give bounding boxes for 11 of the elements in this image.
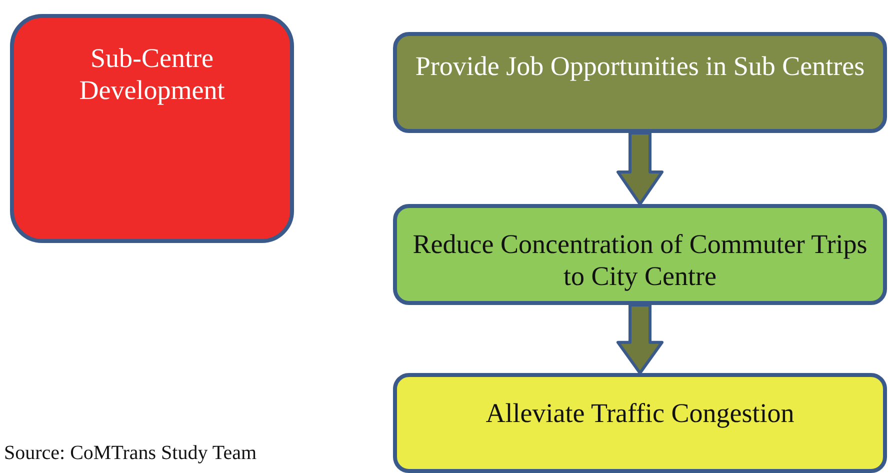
- block-arrow: [616, 304, 664, 374]
- process-box: [393, 32, 887, 133]
- box-label: Provide Job Opportunities in Sub Centres: [415, 50, 865, 82]
- process-box: [10, 14, 294, 243]
- box-label: Sub-Centre Development: [78, 42, 226, 107]
- process-box: [393, 204, 887, 305]
- source-note: Source: CoMTrans Study Team: [4, 442, 256, 465]
- block-arrow: [616, 132, 664, 206]
- process-box: [393, 373, 887, 473]
- box-label: Reduce Concentration of Commuter Trips to City Centre: [412, 228, 868, 293]
- box-label: Alleviate Traffic Congestion: [486, 397, 794, 430]
